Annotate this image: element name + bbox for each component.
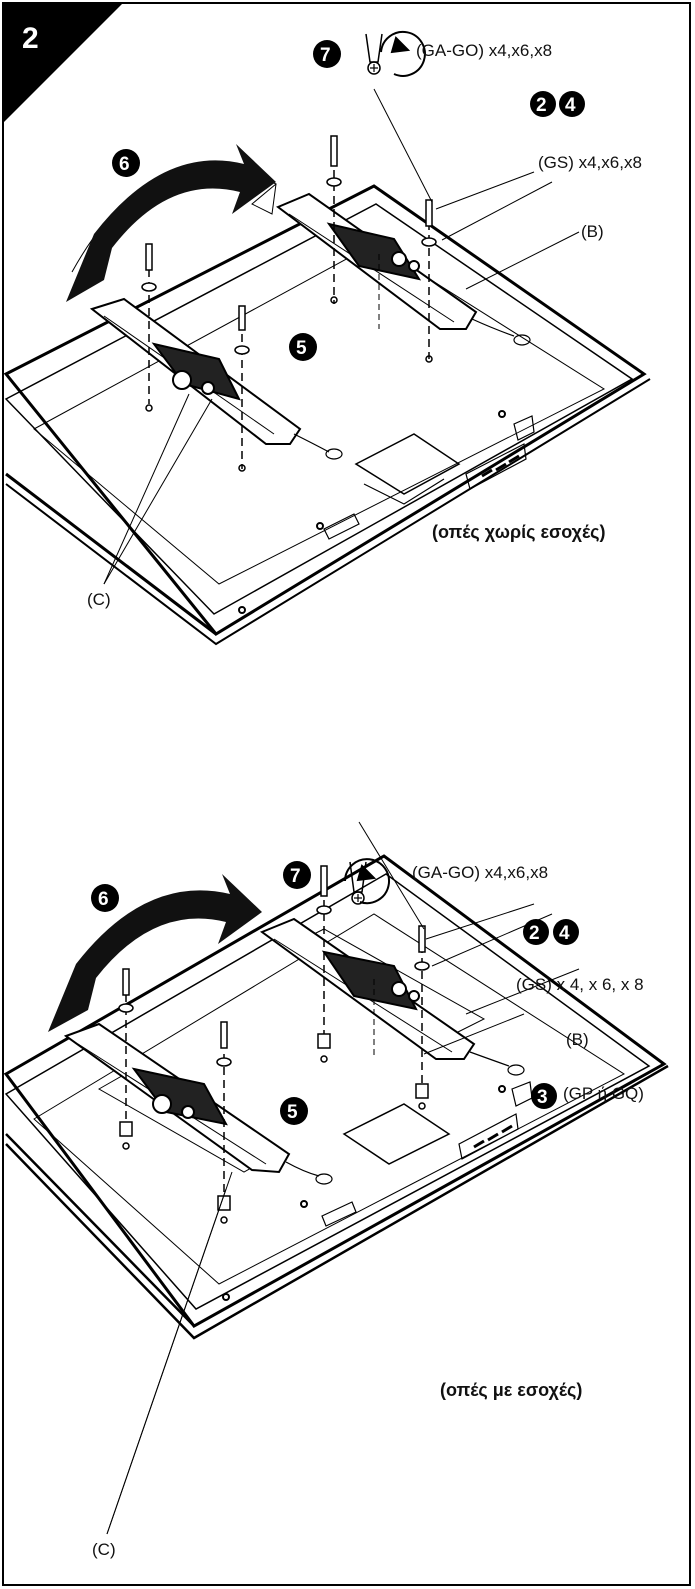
- svg-text:4: 4: [565, 95, 576, 116]
- bottom-panel: [4, 821, 669, 1535]
- mounting-rail-right-top: [276, 144, 531, 359]
- svg-text:5: 5: [287, 1102, 298, 1123]
- badge-step6-top: 6: [112, 149, 140, 177]
- svg-text:7: 7: [290, 866, 301, 887]
- rotate-arrow-bottom: [48, 874, 262, 1032]
- badge-step4-top: 4: [559, 91, 585, 117]
- badge-step3-bottom: 3: [531, 1083, 557, 1109]
- leader-lines-top: [103, 88, 580, 585]
- badge-step6-bottom: 6: [91, 884, 119, 912]
- bolt-set-top: [141, 135, 437, 472]
- screwdriver-rotate-icon-bottom: [344, 858, 390, 905]
- part-b-label-bottom: (B): [566, 1030, 589, 1049]
- badge-step4-bottom: 4: [553, 919, 579, 945]
- assembly-diagram: 2: [4, 4, 669, 1559]
- badge-step5-top: 5: [289, 333, 317, 361]
- svg-text:2: 2: [536, 95, 547, 116]
- washer-label-top: (GS) x4,x6,x8: [538, 153, 642, 172]
- part-c-label-bottom: (C): [92, 1540, 116, 1559]
- tv-back-top: [4, 184, 651, 646]
- badge-step2-bottom: 2: [523, 919, 549, 945]
- mounting-rail-right-bottom: [259, 874, 525, 1089]
- screw-label-top: (GA-GO) x4,x6,x8: [416, 41, 552, 60]
- screw-label-bottom: (GA-GO) x4,x6,x8: [412, 863, 548, 882]
- washer-label-bottom: (GS) x 4, x 6, x 8: [516, 975, 644, 994]
- spacer-label-bottom: (GP ή GQ): [563, 1084, 644, 1103]
- svg-text:7: 7: [320, 45, 331, 66]
- caption-bottom: (οπές με εσοχές): [440, 1380, 582, 1400]
- caption-top: (οπές χωρίς εσοχές): [432, 522, 605, 542]
- badge-step7-bottom: 7: [283, 861, 311, 889]
- svg-text:6: 6: [119, 154, 130, 175]
- mounting-rail-left-top: [89, 269, 343, 469]
- top-panel: [4, 88, 651, 646]
- step-corner-badge: 2: [4, 4, 122, 122]
- badge-step7-top: 7: [313, 40, 341, 68]
- svg-text:5: 5: [296, 338, 307, 359]
- svg-text:6: 6: [98, 889, 109, 910]
- mounting-rail-left-bottom: [63, 994, 333, 1199]
- part-c-label-top: (C): [87, 590, 111, 609]
- step-number: 2: [22, 22, 39, 55]
- badge-step5-bottom: 5: [280, 1097, 308, 1125]
- badge-step2-top: 2: [530, 91, 556, 117]
- svg-text:2: 2: [529, 923, 540, 944]
- screwdriver-rotate-icon: [365, 30, 426, 77]
- svg-text:4: 4: [559, 923, 570, 944]
- leader-lines-bottom: [106, 821, 580, 1535]
- part-b-label-top: (B): [581, 222, 604, 241]
- svg-text:3: 3: [537, 1087, 548, 1108]
